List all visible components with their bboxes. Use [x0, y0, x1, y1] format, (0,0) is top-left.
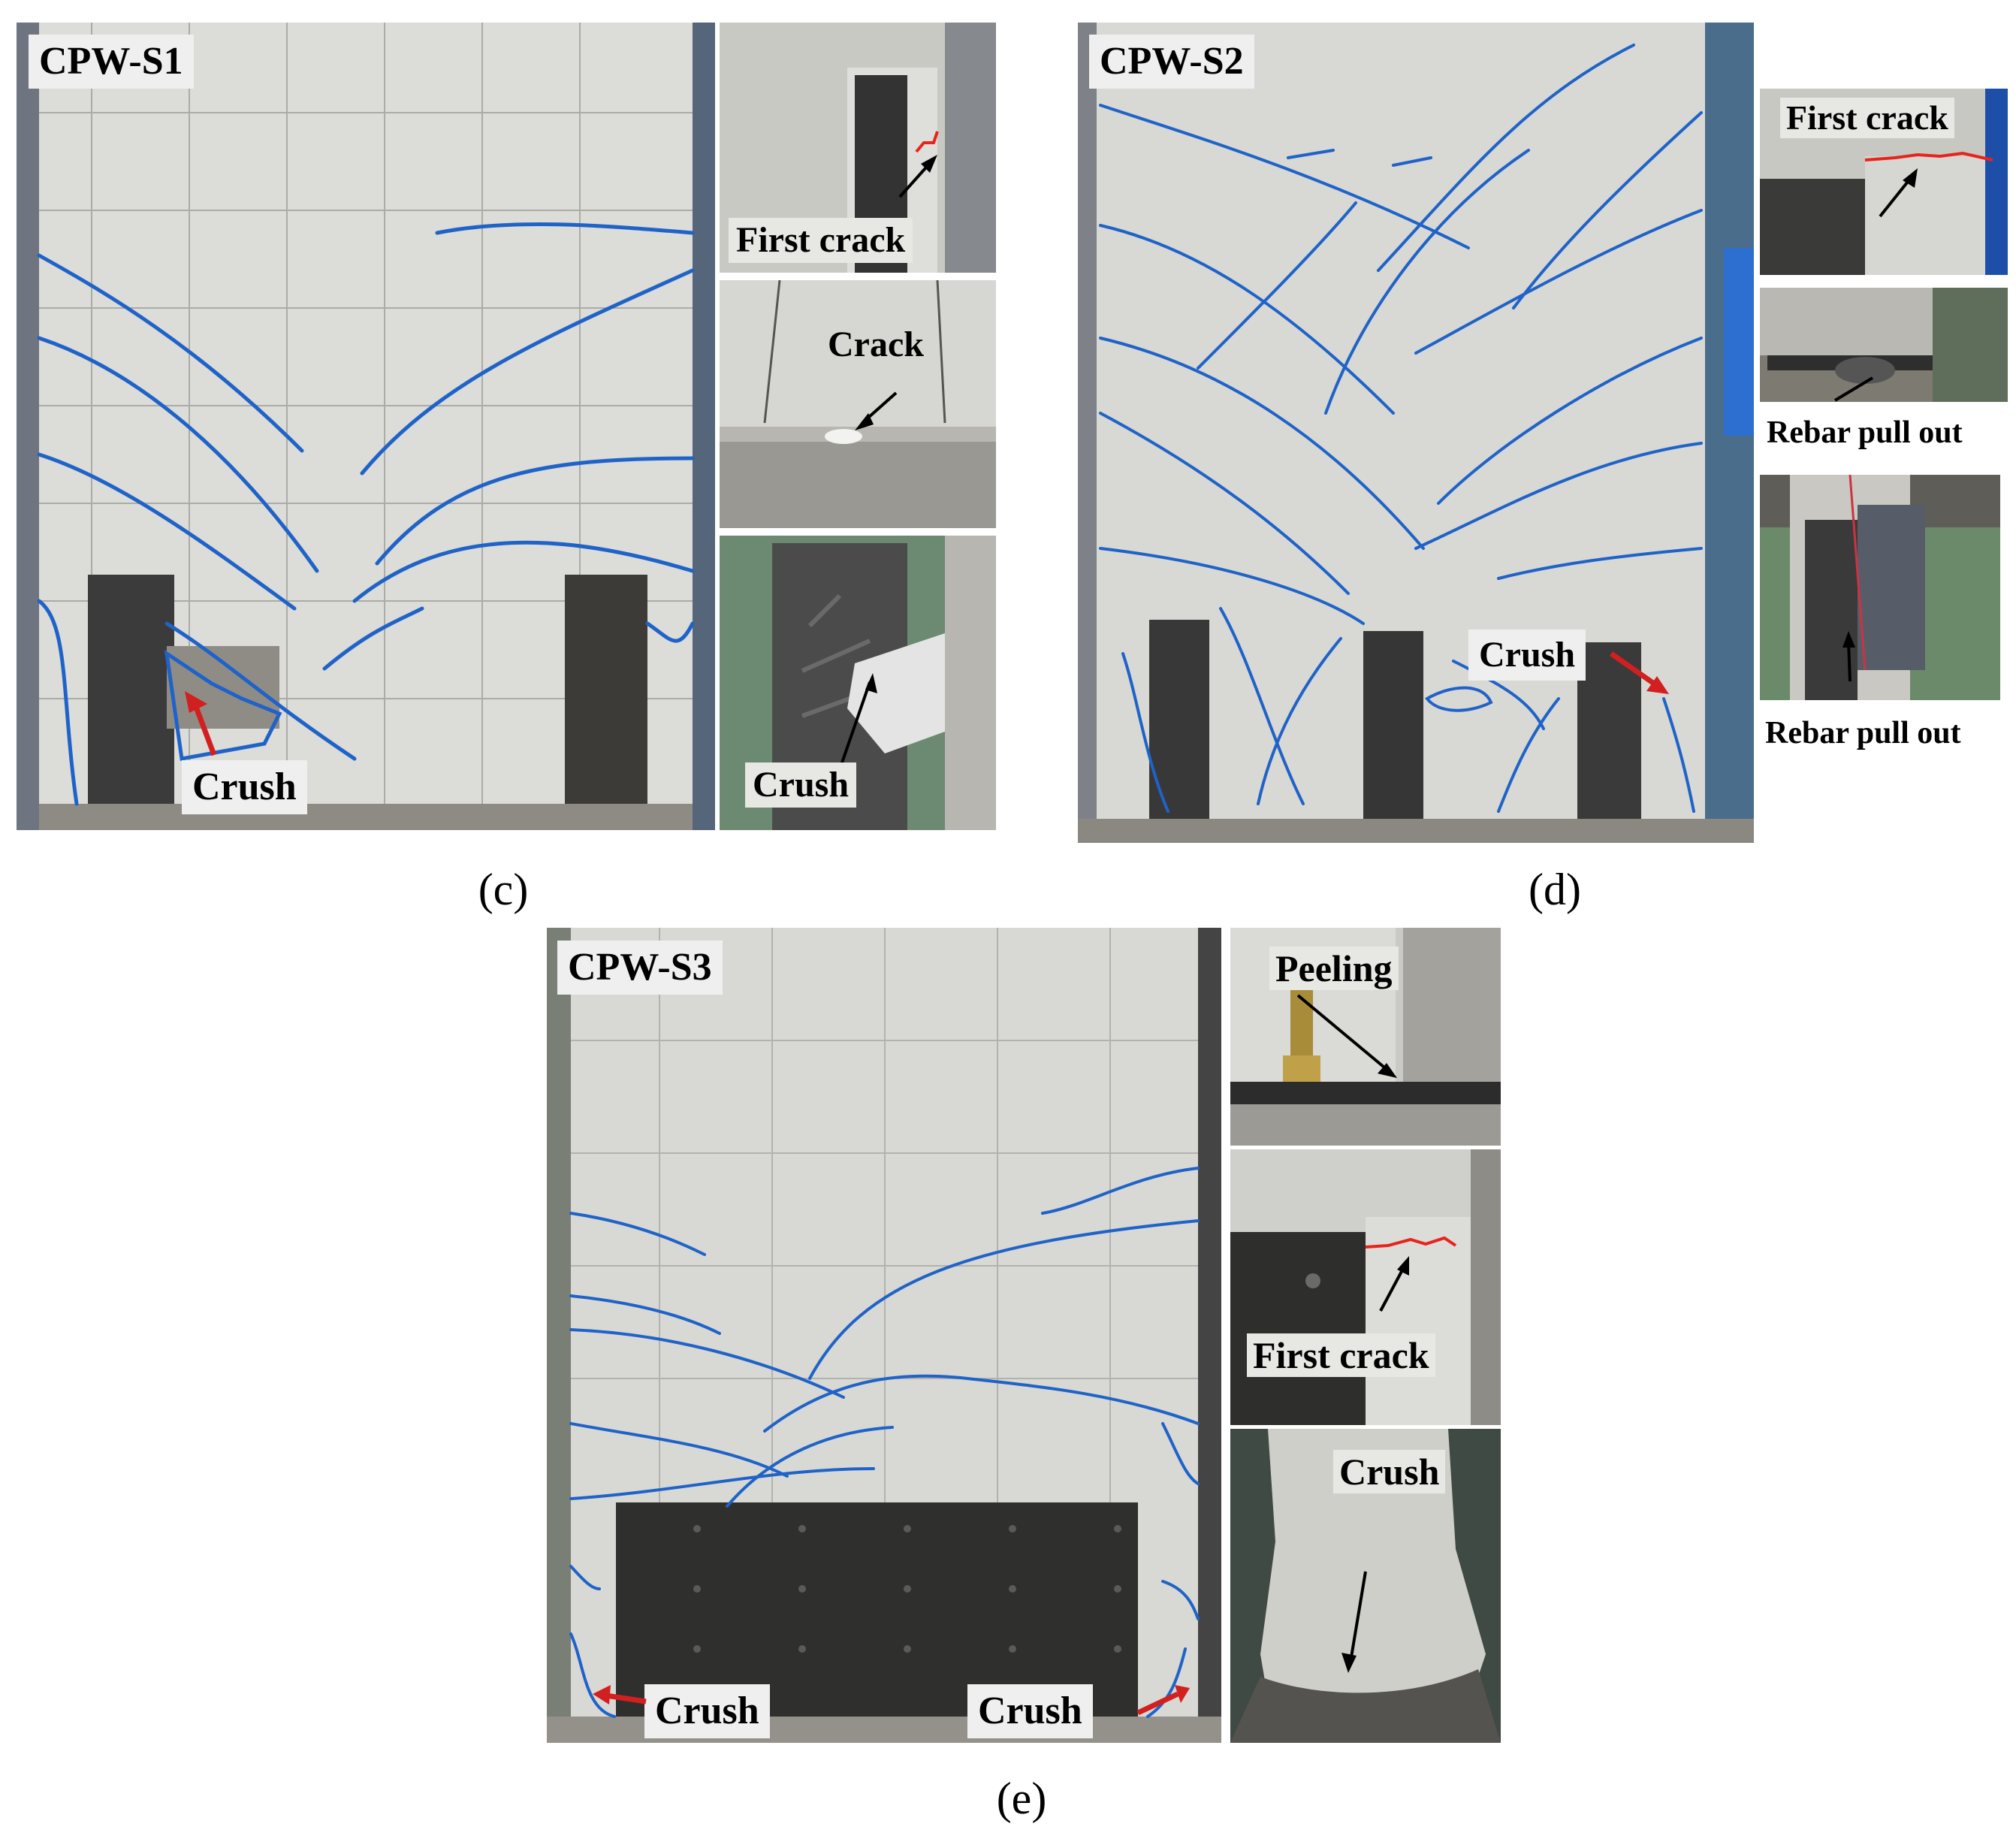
panel-e-specimen-label: CPW-S3 [557, 941, 723, 995]
panel-d-inset-rebar-pull-out-1-label: Rebar pull out [1767, 415, 1963, 450]
panel-d-crush-label: Crush [1468, 630, 1586, 681]
panel-d-specimen-label: CPW-S2 [1089, 35, 1254, 89]
panel-d-caption: (d) [1529, 865, 1581, 914]
panel-c-inset-crush-label: Crush [745, 762, 857, 808]
panel-c-main-photo [17, 23, 715, 830]
panel-c-inset-first-crack-label: First crack [729, 218, 913, 263]
panel-c-inset-crack-label: Crack [828, 325, 924, 364]
panel-d-crush-arrow [1609, 651, 1669, 694]
panel-d-inset-rebar-pull-out-2 [1760, 475, 2000, 700]
panel-d-inset-rebar-pull-out-1 [1760, 288, 2008, 402]
panel-e-inset-crush-label: Crush [1333, 1450, 1446, 1493]
panel-c-crush-label: Crush [182, 760, 307, 814]
panel-c-caption: (c) [478, 865, 529, 914]
panel-c-inset-crack [720, 280, 996, 528]
panel-d-main-photo [1078, 23, 1754, 843]
panel-c-crush-arrow [185, 691, 217, 756]
panel-e-inset-first-crack [1230, 1149, 1501, 1425]
panel-d-inset-rebar-pull-out-2-label: Rebar pull out [1765, 716, 1961, 750]
panel-e-inset-first-crack-label: First crack [1247, 1333, 1435, 1377]
panel-e-crush-arrow-left [593, 1685, 647, 1705]
panel-e-crush-label-left: Crush [644, 1684, 770, 1738]
panel-d-inset-first-crack-label: First crack [1780, 98, 1954, 138]
panel-e-crush-label-right: Crush [967, 1684, 1093, 1738]
panel-e-crush-arrow-right [1136, 1685, 1190, 1716]
panel-e-main-photo [547, 928, 1221, 1743]
panel-e-caption: (e) [996, 1774, 1047, 1823]
panel-e-inset-peeling-label: Peeling [1269, 947, 1399, 990]
panel-c-specimen-label: CPW-S1 [29, 35, 194, 89]
